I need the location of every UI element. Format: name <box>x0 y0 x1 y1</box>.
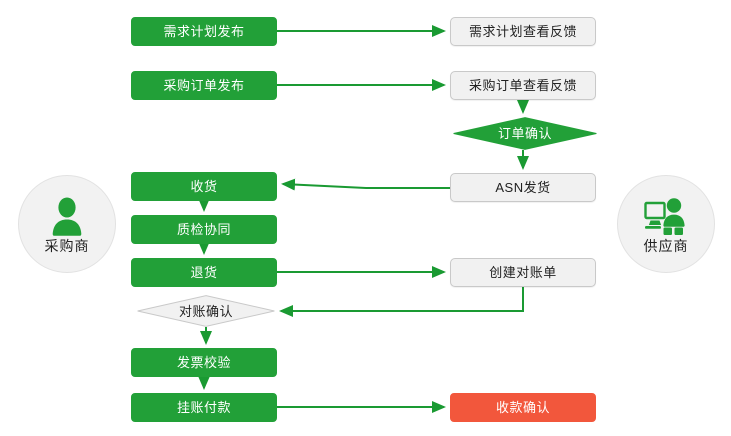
node-receipt-confirm[interactable]: 收款确认 <box>450 393 596 422</box>
node-label: 需求计划查看反馈 <box>468 24 577 39</box>
node-quality-collab[interactable]: 质检协同 <box>131 215 277 244</box>
node-label: 收货 <box>190 179 218 194</box>
node-label: 发票校验 <box>176 355 231 370</box>
node-label: 需求计划发布 <box>163 24 245 39</box>
node-label: ASN发货 <box>495 180 551 195</box>
node-goods-receipt[interactable]: 收货 <box>131 172 277 201</box>
node-po-feedback[interactable]: 采购订单查看反馈 <box>450 71 596 100</box>
node-return-goods[interactable]: 退货 <box>131 258 277 287</box>
node-asn-ship[interactable]: ASN发货 <box>450 173 596 202</box>
edge-asn-ship-to-goods-receipt <box>281 178 450 191</box>
node-demand-plan-publish[interactable]: 需求计划发布 <box>131 17 277 46</box>
node-label: 质检协同 <box>176 222 231 237</box>
node-payment-posting[interactable]: 挂账付款 <box>131 393 277 422</box>
edge-create-statement-to-statement-confirm <box>279 287 524 317</box>
node-statement-confirm[interactable]: 对账确认 <box>137 295 275 327</box>
node-order-confirm[interactable]: 订单确认 <box>453 117 597 150</box>
node-po-publish[interactable]: 采购订单发布 <box>131 71 277 100</box>
person-icon <box>52 197 82 236</box>
diamond-shape <box>453 117 597 150</box>
node-create-statement[interactable]: 创建对账单 <box>450 258 596 287</box>
role-badge-supplier[interactable]: 供应商 <box>617 175 715 273</box>
role-badge-buyer[interactable]: 采购商 <box>18 175 116 273</box>
role-label-buyer: 采购商 <box>44 237 90 254</box>
node-label: 采购订单发布 <box>163 78 245 93</box>
node-label: 挂账付款 <box>176 400 231 415</box>
node-label: 采购订单查看反馈 <box>468 78 577 93</box>
node-label: 退货 <box>190 265 218 280</box>
node-label: 订单确认 <box>497 126 552 141</box>
node-invoice-verify[interactable]: 发票校验 <box>131 348 277 377</box>
node-demand-plan-feedback[interactable]: 需求计划查看反馈 <box>450 17 596 46</box>
diamond-shape <box>137 295 275 327</box>
node-label: 收款确认 <box>495 400 550 415</box>
role-label-supplier: 供应商 <box>643 237 689 254</box>
person-computer-icon <box>644 197 685 235</box>
node-label: 创建对账单 <box>489 265 557 280</box>
node-label: 对账确认 <box>178 303 233 319</box>
